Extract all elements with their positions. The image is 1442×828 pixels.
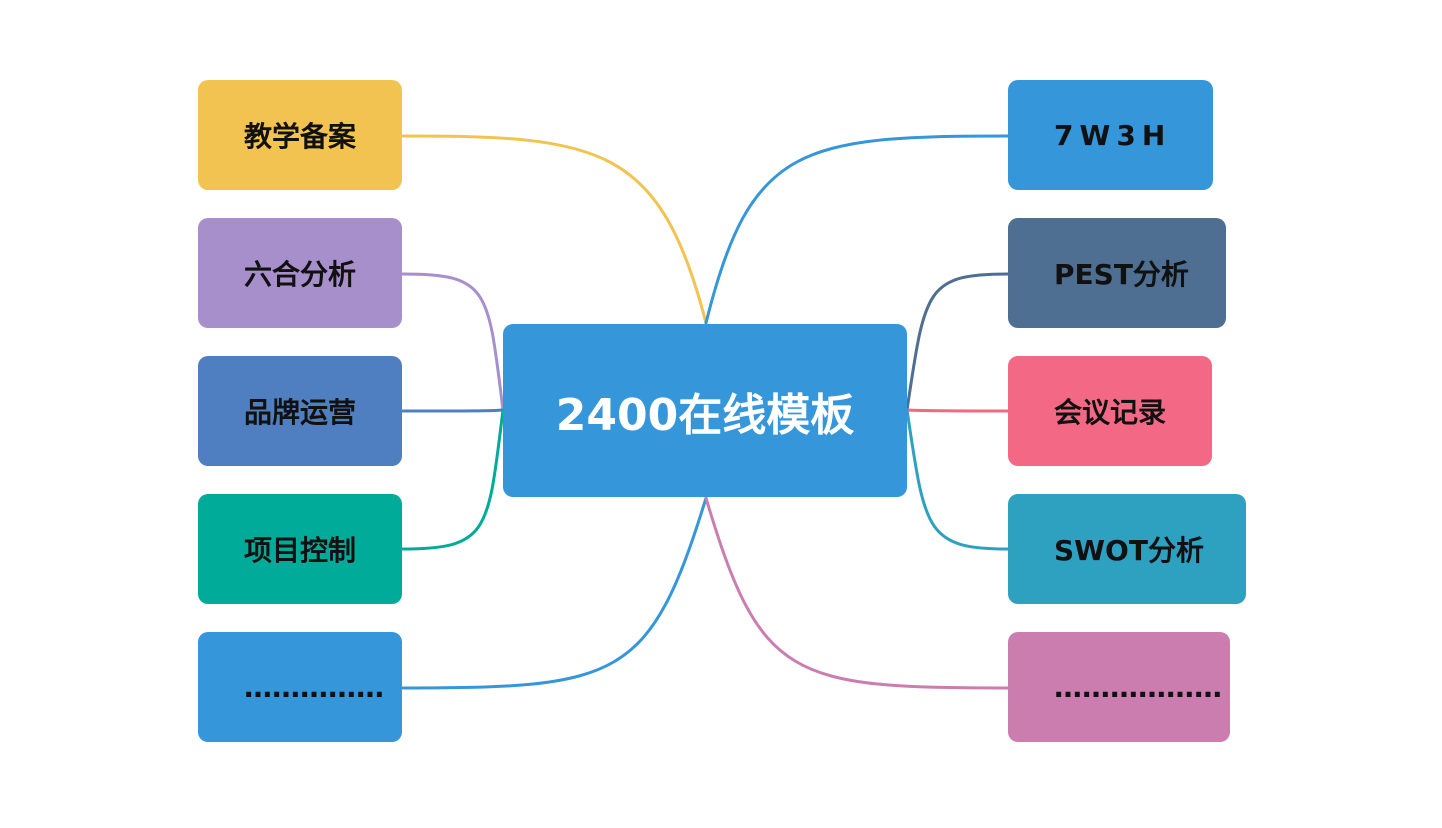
center-topic[interactable]: 2400在线模板 bbox=[503, 324, 907, 497]
connector-right-0 bbox=[704, 134, 1010, 325]
left-topic-label: 教学备案 bbox=[244, 120, 357, 153]
left-topic-project-control[interactable]: 项目控制 bbox=[198, 494, 402, 604]
center-topic-label: 2400在线模板 bbox=[555, 389, 855, 441]
left-topic-label: 品牌运营 bbox=[244, 396, 357, 429]
connector-left-3 bbox=[401, 408, 505, 551]
right-topic-7w3h[interactable]: 7W3H bbox=[1008, 80, 1213, 190]
right-topic-swot-analysis[interactable]: SWOT分析 bbox=[1008, 494, 1246, 604]
left-topic-more[interactable]: …………… bbox=[198, 632, 402, 742]
right-topic-pest-analysis[interactable]: PEST分析 bbox=[1008, 218, 1226, 328]
connector-left-2 bbox=[401, 408, 505, 413]
left-topic-label: 六合分析 bbox=[244, 258, 357, 291]
left-topic-teaching-record[interactable]: 教学备案 bbox=[198, 80, 402, 190]
left-topic-brand-operation[interactable]: 品牌运营 bbox=[198, 356, 402, 466]
connector-right-4 bbox=[704, 496, 1010, 690]
right-topic-label: SWOT分析 bbox=[1054, 534, 1204, 567]
right-topic-label: 7W3H bbox=[1054, 118, 1172, 152]
left-topic-label: …………… bbox=[244, 670, 384, 704]
connector-left-1 bbox=[401, 272, 505, 412]
connector-right-1 bbox=[905, 272, 1010, 412]
connector-right-2 bbox=[905, 408, 1010, 413]
connector-left-0 bbox=[401, 134, 708, 325]
left-topic-six-analysis[interactable]: 六合分析 bbox=[198, 218, 402, 328]
connector-left-4 bbox=[401, 496, 708, 690]
right-topic-more[interactable]: ……………… bbox=[1008, 632, 1230, 742]
right-topic-label: 会议记录 bbox=[1054, 396, 1167, 429]
connector-right-3 bbox=[905, 408, 1010, 551]
right-topic-meeting-notes[interactable]: 会议记录 bbox=[1008, 356, 1212, 466]
right-topic-label: PEST分析 bbox=[1054, 258, 1189, 291]
left-topic-label: 项目控制 bbox=[244, 534, 357, 567]
right-topic-label: ……………… bbox=[1054, 670, 1222, 704]
